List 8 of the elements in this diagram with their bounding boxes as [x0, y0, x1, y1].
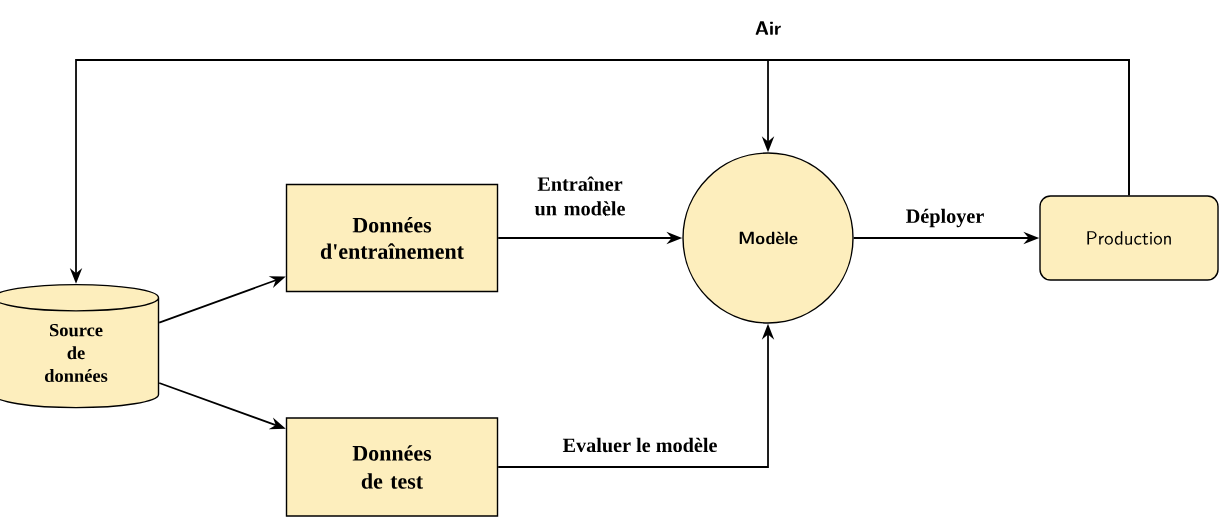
cylinder: Source de données — [0, 283, 160, 409]
edge-label: Air — [751, 17, 785, 39]
rounded-box: Production — [1039, 195, 1219, 281]
edge-label: Déployer — [902, 205, 988, 231]
edge-label: Evaluer le modèle — [559, 434, 721, 456]
edge-label: Entraîner un modèle — [521, 172, 639, 220]
process-box: Données de test — [285, 417, 499, 517]
process-box: Données d'entraînement — [285, 183, 499, 293]
